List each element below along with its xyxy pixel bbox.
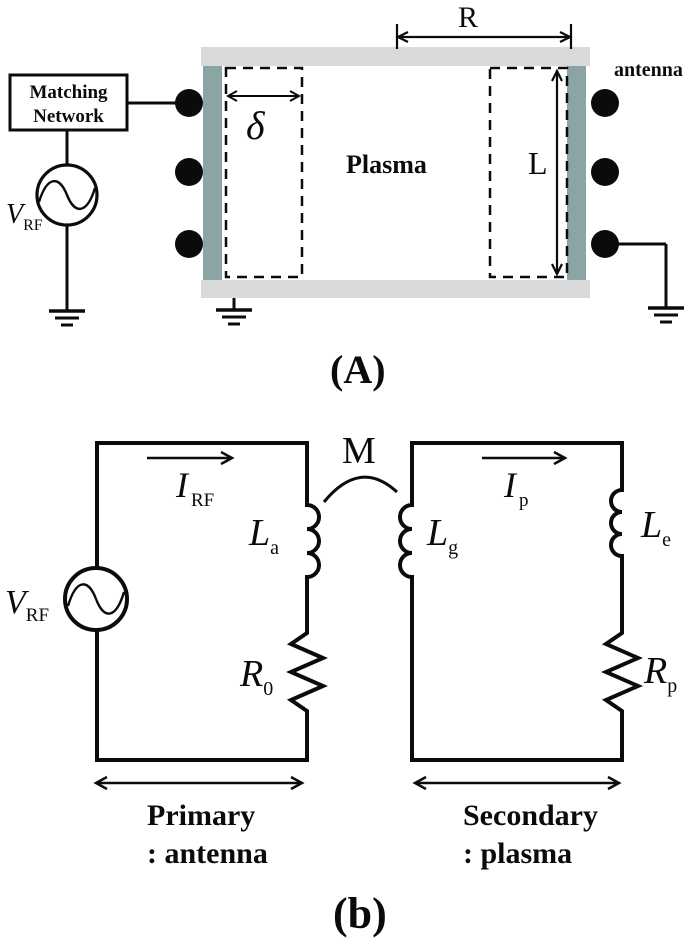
mutual-inductance-label: M — [342, 430, 376, 472]
ground-symbol-chamber — [216, 308, 252, 326]
antenna-label: antenna — [614, 59, 683, 81]
antenna-inductance-label: La — [249, 512, 280, 559]
matching-network-label: Matching Network — [29, 82, 108, 127]
secondary-caption: Secondary : plasma — [463, 799, 598, 870]
panel-a-caption: (A) — [330, 347, 386, 392]
sine-wave-glyph — [37, 180, 97, 210]
skin-depth-region-right — [488, 66, 569, 279]
rf-current-arrow — [147, 450, 235, 466]
secondary-extent-arrow — [412, 775, 622, 791]
chamber-bottom-wall — [201, 280, 590, 298]
primary-extent-arrow — [93, 775, 305, 791]
antenna-turns-left — [175, 89, 203, 258]
mutual-coupling-arc — [322, 475, 399, 503]
antenna-turn-dot — [591, 89, 619, 117]
dielectric-window-right — [567, 66, 586, 280]
skin-depth-region-left — [224, 66, 304, 279]
length-dim-label: L — [528, 145, 548, 181]
geometric-inductance-label: Lg — [427, 512, 459, 559]
antenna-turn-dot — [591, 158, 619, 186]
antenna-turn-dot — [591, 230, 619, 258]
antenna-turn-dot — [175, 89, 203, 117]
ground-symbol-source — [49, 309, 85, 327]
rf-source-symbol-b — [63, 566, 129, 632]
antenna-turn-dot — [175, 158, 203, 186]
sine-wave-glyph — [66, 583, 126, 615]
length-dimension-arrow — [551, 68, 563, 277]
plasma-resistance-label: Rp — [644, 650, 678, 697]
primary-loop — [95, 441, 328, 762]
dielectric-window-left — [203, 66, 222, 280]
ground-symbol-antenna — [648, 306, 684, 324]
antenna-turns-right — [591, 89, 619, 258]
chamber-top-wall — [201, 47, 590, 66]
source-resistance-label: R0 — [240, 653, 274, 700]
electron-inductance-label: Le — [641, 504, 672, 551]
rf-source-label-b: VRF — [5, 584, 50, 626]
plasma-current-arrow — [482, 450, 568, 466]
skin-depth-label: δ — [246, 103, 265, 148]
panel-b-caption: (b) — [333, 889, 387, 938]
plasma-label: Plasma — [346, 150, 427, 179]
radius-dimension-arrow — [395, 24, 573, 49]
rf-source-label-a: VRF — [6, 199, 43, 234]
secondary-loop — [398, 441, 643, 762]
rf-source-symbol-a — [35, 163, 99, 227]
radius-dim-label: R — [458, 1, 479, 34]
primary-caption: Primary : antenna — [147, 799, 268, 870]
antenna-turn-dot — [175, 230, 203, 258]
sheath-dimension-arrow — [225, 90, 302, 102]
